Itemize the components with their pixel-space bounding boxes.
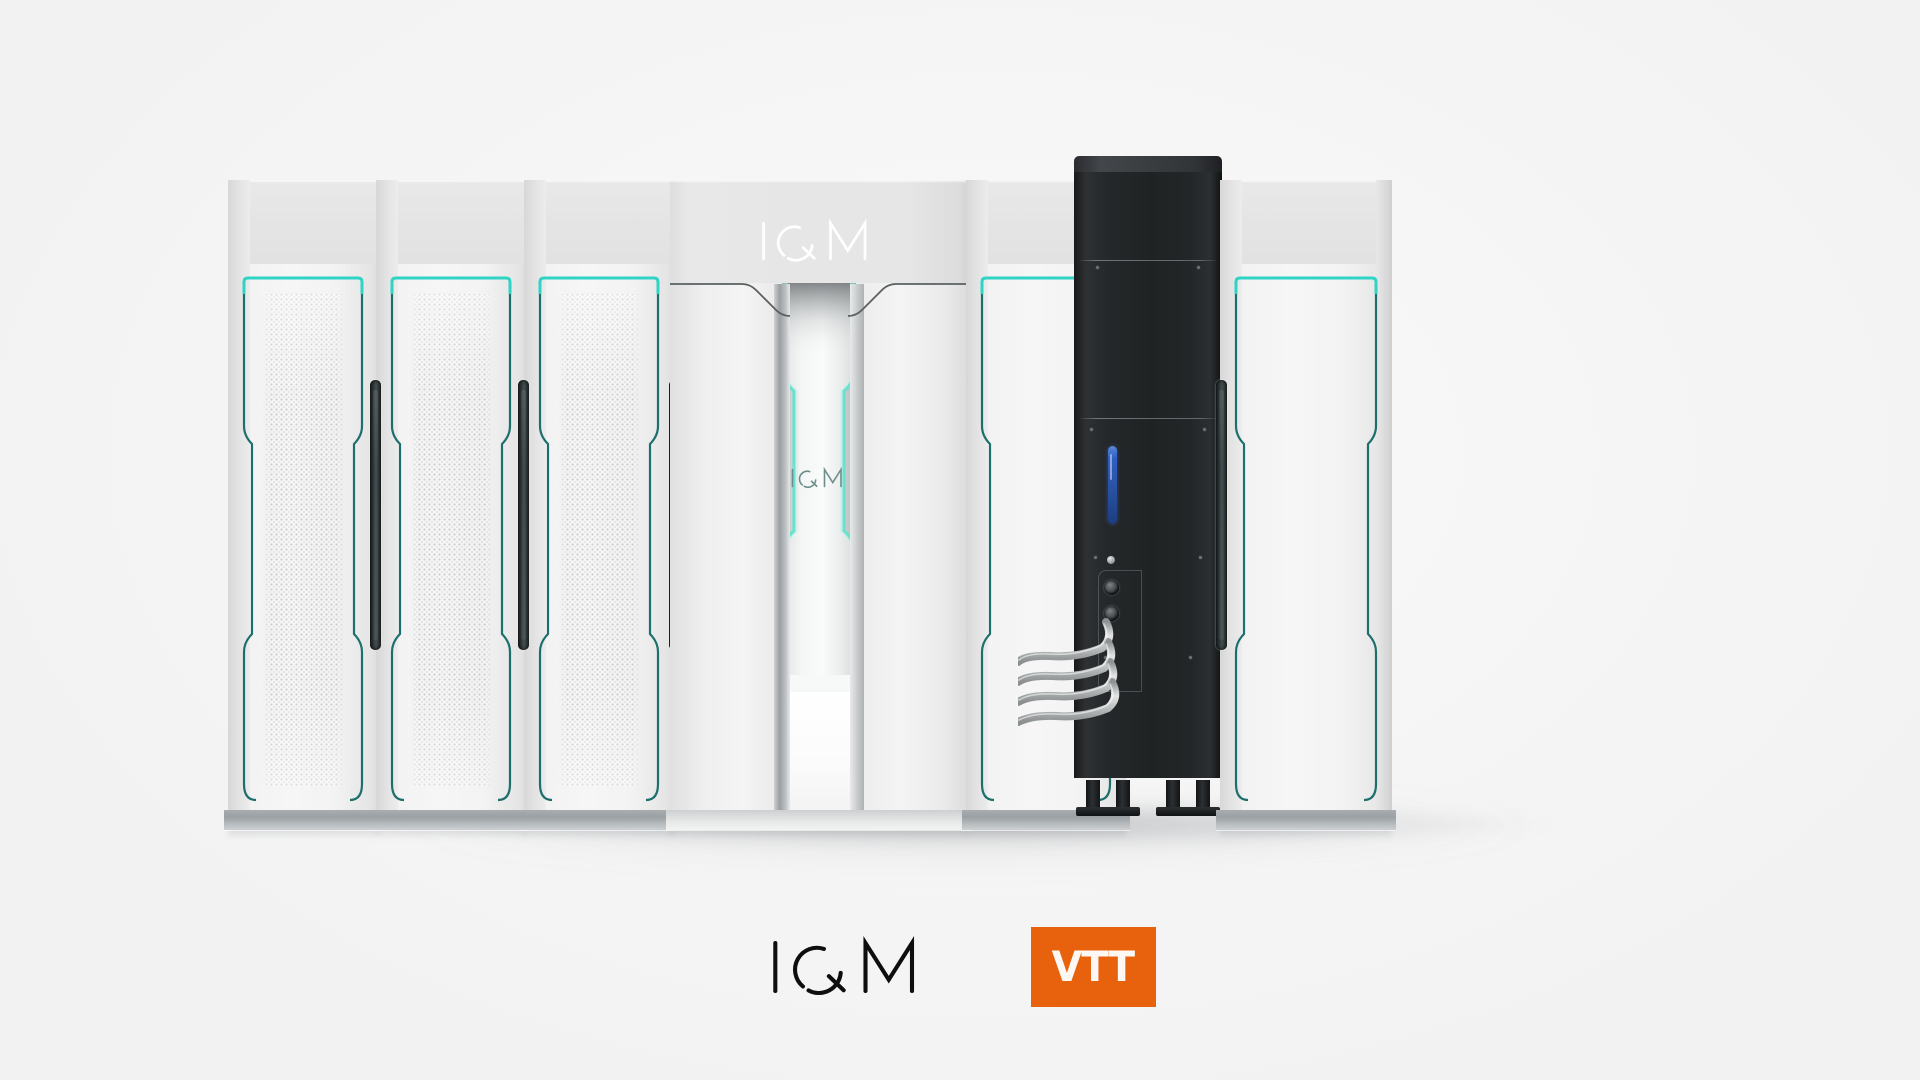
black-rack-screw-3 (1090, 428, 1093, 431)
black-rack-port-1[interactable] (1104, 580, 1119, 595)
black-rack-screw-1 (1096, 266, 1099, 269)
cabinet-5-right-seam (1376, 180, 1392, 812)
cabinet-3-plinth (520, 810, 678, 830)
cabinet-5[interactable] (1216, 180, 1396, 838)
cabinet-3-perforated-panel (550, 292, 648, 786)
cabinet-1-left-seam (228, 180, 250, 812)
black-rack-screw-4 (1203, 428, 1206, 431)
black-rack-screw-8 (1189, 656, 1192, 659)
arch-top-panel (670, 180, 968, 283)
cryostat (782, 283, 856, 715)
black-rack-body (1074, 170, 1222, 778)
cabinet-5-body (1220, 264, 1392, 812)
vtt-logo-text: VTT (1051, 942, 1135, 991)
arch-frame-left (774, 284, 790, 812)
cabinet-3-top (524, 180, 674, 264)
cabinet-2-top (376, 180, 526, 264)
cabinet-2[interactable] (370, 180, 530, 838)
black-rack-port-2[interactable] (1104, 606, 1119, 621)
black-rack-foot-4 (1186, 780, 1220, 816)
black-rack-foot-1 (1076, 780, 1110, 816)
cabinet-2-perforated-panel (402, 292, 500, 786)
arch-right-face (856, 283, 968, 812)
cabinet-5-door-handle[interactable] (1216, 380, 1227, 650)
arch-header (670, 180, 968, 283)
cryogenic-hoses (1014, 616, 1128, 746)
quantum-computer (224, 156, 1692, 838)
black-rack-led (1107, 556, 1115, 564)
cabinet-2-door-handle[interactable] (370, 380, 381, 650)
black-rack-seam-upper (1080, 260, 1216, 261)
cabinet-5-top (1220, 180, 1392, 264)
black-rack[interactable] (1014, 156, 1222, 816)
cryostat-iqm-logo (789, 466, 849, 489)
arch-frame-right (850, 284, 864, 812)
black-rack-screw-6 (1199, 556, 1202, 559)
arch-accent-left (670, 276, 791, 326)
black-rack-screw-7 (1104, 656, 1107, 659)
cabinet-2-plinth (372, 810, 530, 830)
arch-accent-right (847, 276, 968, 326)
cabinet-1-perforated-panel (254, 292, 352, 786)
iqm-logo-header (756, 218, 882, 264)
black-rack-foot-2 (1106, 780, 1140, 816)
black-rack-status-indicator (1108, 446, 1117, 524)
black-rack-top (1074, 156, 1222, 172)
cabinet-1[interactable] (224, 180, 382, 838)
cabinet-1-plinth (224, 810, 382, 830)
alcove-floor (782, 692, 856, 812)
arch-left-face (670, 283, 782, 812)
black-rack-screw-5 (1094, 556, 1097, 559)
arch-module (666, 180, 972, 838)
cabinet-5-plinth (1216, 810, 1396, 830)
black-rack-service-bay (1098, 570, 1142, 692)
black-rack-screw-2 (1197, 266, 1200, 269)
cabinet-3-door-handle[interactable] (518, 380, 529, 650)
black-rack-foot-3 (1156, 780, 1190, 816)
black-rack-seam-middle (1080, 418, 1216, 419)
vtt-logo: VTT (1030, 927, 1156, 1007)
cabinet-1-top (228, 180, 378, 264)
cryostat-alcove (782, 283, 856, 812)
cabinet-3[interactable] (518, 180, 680, 838)
arch-plinth (666, 810, 972, 830)
logo-row: VTT (0, 912, 1920, 1022)
cabinet-4-left-seam (966, 180, 988, 812)
iqm-logo (765, 936, 935, 998)
